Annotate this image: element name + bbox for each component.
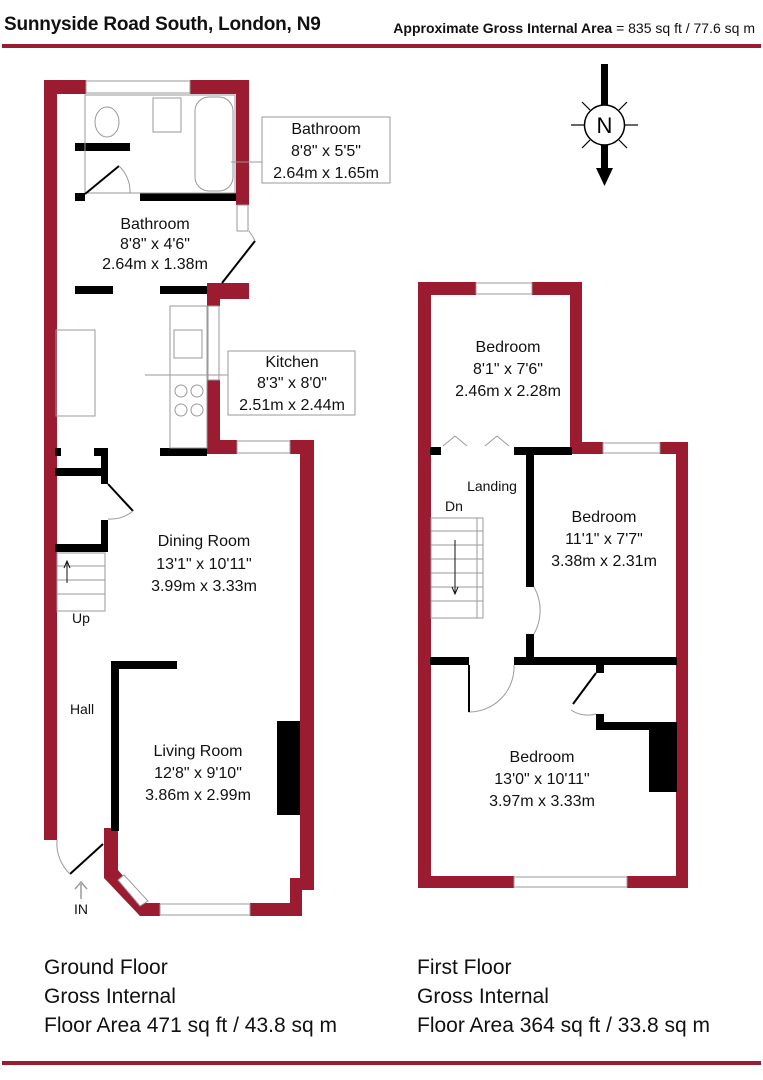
first-floor-info: First Floor Gross Internal Floor Area 36… — [417, 953, 710, 1040]
room-name-bedroom-1: Bedroom — [476, 339, 541, 356]
basin-icon — [152, 97, 182, 133]
ground-floor-area: Floor Area 471 sq ft / 43.8 sq m — [44, 1014, 337, 1037]
header: Sunnyside Road South, London, N9 Approxi… — [4, 14, 759, 40]
first-fixtures — [430, 435, 597, 716]
ground-floor-info: Ground Floor Gross Internal Floor Area 4… — [44, 953, 337, 1040]
hob-ring-icon — [174, 403, 188, 417]
ground-doors — [69, 165, 256, 875]
first-floor-subtitle: Gross Internal — [417, 985, 549, 1008]
room-name-bedroom-3: Bedroom — [510, 749, 575, 766]
room-name-kitchen: Kitchen — [265, 354, 318, 371]
gross-area-label: Approximate Gross Internal Area — [393, 20, 613, 36]
ground-windows — [85, 80, 291, 916]
room-name-bedroom-2: Bedroom — [572, 509, 637, 526]
ground-fixtures — [55, 94, 391, 612]
compass-label: N — [597, 113, 613, 138]
property-title: Sunnyside Road South, London, N9 — [4, 14, 321, 35]
hall-label: Hall — [70, 701, 94, 717]
hob-ring-icon — [190, 384, 204, 398]
room-imperial-bathroom-1: 8'8" x 5'5" — [291, 143, 361, 160]
hob-ring-icon — [190, 403, 204, 417]
room-name-bathroom-2: Bathroom — [120, 216, 189, 233]
room-imperial-kitchen: 8'3" x 8'0" — [257, 375, 327, 392]
room-metric-living: 3.86m x 2.99m — [145, 787, 251, 804]
first-exterior-walls — [418, 282, 688, 888]
room-name-bathroom-1: Bathroom — [291, 121, 360, 138]
north-arrow-icon: N — [571, 64, 638, 186]
bathroom-label-box — [261, 116, 391, 184]
room-imperial-bedroom-1: 8'1" x 7'6" — [473, 361, 543, 378]
stairs-icon — [430, 517, 484, 619]
room-imperial-dining: 13'1" x 10'11" — [156, 556, 251, 573]
room-metric-bedroom-2: 3.38m x 2.31m — [551, 553, 657, 570]
first-floor-plan: Bedroom 8'1" x 7'6" 2.46m x 2.28m Bedroo… — [418, 282, 688, 888]
ground-exterior-walls — [44, 80, 314, 916]
footer-divider — [2, 1061, 761, 1065]
room-name-living: Living Room — [154, 743, 243, 760]
bath-icon — [194, 96, 234, 192]
stairs-down-arrow-icon — [451, 540, 459, 596]
room-metric-bedroom-1: 2.46m x 2.28m — [455, 383, 561, 400]
room-metric-kitchen: 2.51m x 2.44m — [239, 397, 345, 414]
room-metric-bathroom-1: 2.64m x 1.65m — [273, 165, 379, 182]
sink-icon — [173, 329, 203, 359]
ground-floor-plan: Bathroom 8'8" x 5'5" 2.64m x 1.65m Bathr… — [44, 80, 391, 917]
kitchen-label-box — [227, 350, 356, 416]
first-interior-walls — [430, 447, 677, 792]
room-metric-bathroom-2: 2.64m x 1.38m — [102, 256, 208, 273]
gross-area: Approximate Gross Internal Area = 835 sq… — [393, 20, 755, 36]
stairs-up-label: Up — [72, 610, 90, 626]
room-name-dining: Dining Room — [158, 533, 250, 550]
first-windows — [475, 282, 661, 888]
room-metric-bedroom-3: 3.97m x 3.33m — [489, 793, 595, 810]
room-imperial-living: 12'8" x 9'10" — [154, 765, 242, 782]
room-imperial-bedroom-3: 13'0" x 10'11" — [494, 771, 589, 788]
toilet-icon — [94, 106, 120, 138]
ground-interior-walls — [55, 143, 300, 831]
first-doors — [468, 665, 597, 712]
entrance-arrow-icon — [74, 880, 88, 899]
first-floor-area: Floor Area 364 sq ft / 33.8 sq m — [417, 1014, 710, 1037]
hob-ring-icon — [174, 384, 188, 398]
entrance-label: IN — [74, 901, 88, 917]
stairs-up-arrow-icon — [63, 559, 71, 583]
first-floor-title: First Floor — [417, 956, 512, 979]
ground-door-swings — [56, 165, 256, 875]
landing-label: Landing — [467, 478, 517, 494]
room-imperial-bedroom-2: 11'1" x 7'7" — [565, 531, 643, 548]
stairs-down-label: Dn — [445, 498, 463, 514]
room-metric-dining: 3.99m x 3.33m — [151, 578, 257, 595]
worktop — [169, 305, 208, 449]
ground-floor-subtitle: Gross Internal — [44, 985, 176, 1008]
room-imperial-bathroom-2: 8'8" x 4'6" — [120, 236, 190, 253]
stairs-icon — [56, 552, 106, 612]
ground-floor-title: Ground Floor — [44, 956, 168, 979]
gross-area-value: = 835 sq ft / 77.6 sq m — [616, 20, 755, 36]
header-divider — [2, 44, 761, 48]
